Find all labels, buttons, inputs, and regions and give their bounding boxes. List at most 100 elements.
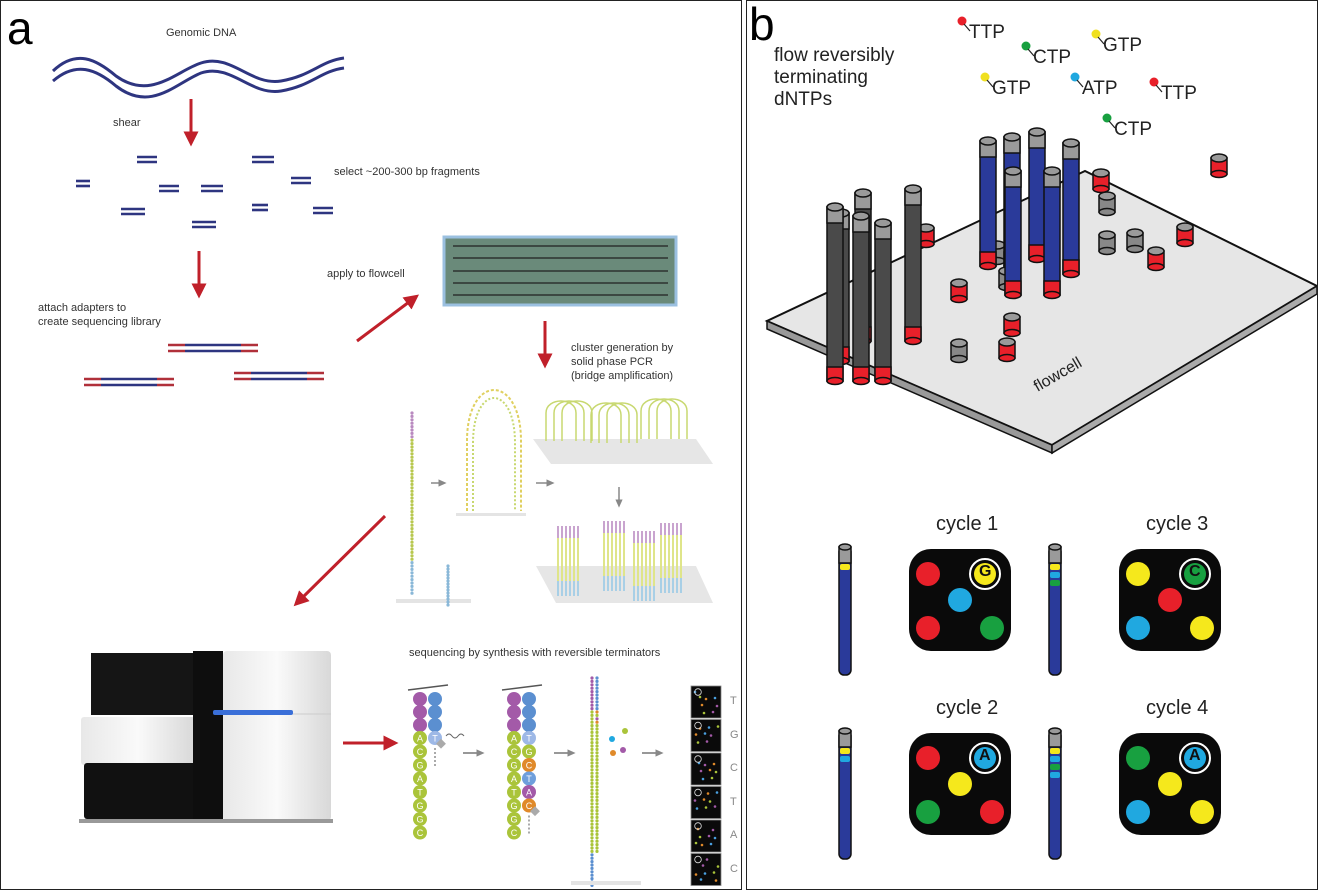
cluster-spot	[713, 696, 717, 700]
cluster-column	[852, 211, 870, 386]
nucleotide-dot	[410, 564, 414, 568]
called-cluster-ring	[1179, 742, 1211, 774]
cluster-spot	[700, 843, 704, 847]
nucleotide-dot	[410, 496, 414, 500]
nucleotide-dot	[410, 554, 414, 558]
nucleotide-dot	[446, 576, 450, 580]
read-strand-dot	[595, 815, 599, 820]
read-strand-dot	[595, 700, 599, 704]
read-image-tile	[690, 752, 722, 786]
read-strand-dot	[595, 785, 599, 789]
called-cluster-ring	[1179, 558, 1211, 590]
unextended-primer	[1098, 230, 1116, 256]
template-base-letter: A	[417, 774, 423, 784]
dntp-linker	[1155, 84, 1163, 93]
template-base	[507, 785, 521, 799]
nucleotide-dot	[410, 578, 414, 582]
read-strand-dot	[590, 764, 594, 769]
incorporated-base-band	[1050, 756, 1060, 762]
nucleotide-dot	[410, 411, 414, 415]
cluster-spot	[708, 800, 712, 803]
read-strand-dot	[590, 832, 594, 837]
read-strand-dot	[590, 727, 594, 731]
read-strand-dot	[590, 696, 594, 701]
read-strand-dot	[595, 846, 599, 850]
dntp-label: GTP	[1103, 35, 1143, 56]
cluster-spot	[716, 865, 720, 868]
read-strand-dot	[595, 741, 599, 745]
nucleotide-dot	[410, 459, 414, 463]
panel-b: b flow reversibly terminating dNTPs flow…	[746, 0, 1318, 890]
read-strand-dot	[595, 710, 599, 714]
cluster-spot	[702, 798, 706, 801]
incorporated-base-letter: C	[526, 801, 533, 811]
dntp-dye-icon	[1021, 41, 1031, 51]
read-strand-dot	[595, 717, 599, 721]
cluster-spot	[713, 836, 717, 840]
read-strand-dot	[595, 792, 599, 796]
cluster-spot	[703, 732, 707, 735]
read-strand-dot	[595, 829, 599, 833]
flowcell-arrow-icon	[356, 294, 419, 343]
read-strand-dot	[595, 812, 599, 816]
read-strand-dot	[590, 839, 594, 843]
flow-dntps-heading: flow reversibly terminating dNTPs	[774, 45, 895, 110]
template-base	[507, 758, 521, 772]
incorporated-base-band	[1050, 572, 1060, 578]
growing-strand	[838, 727, 852, 860]
nucleotide-dot	[410, 523, 414, 527]
template-base-letter: T	[511, 788, 517, 798]
dntp-linker	[963, 23, 971, 32]
read-strand-dot	[590, 849, 594, 854]
read-strand-dot	[590, 781, 594, 786]
nucleotide-dot	[410, 445, 414, 449]
cluster-spot	[916, 800, 940, 824]
dntp-molecules	[957, 16, 1163, 129]
strand-anchor	[407, 684, 449, 691]
read-strand-dot	[590, 676, 594, 680]
nucleotide-dot	[446, 567, 450, 571]
dntp-linker	[1108, 120, 1116, 129]
template-base	[507, 812, 521, 826]
nucleotide-dot	[446, 591, 450, 595]
dntp-dye-icon	[1091, 29, 1101, 39]
read-strand-dot	[590, 853, 594, 857]
cluster-spot	[980, 616, 1004, 640]
nucleotide-dot	[410, 448, 414, 452]
read-strand-dot	[590, 703, 594, 707]
read-call-letter: T	[730, 695, 737, 707]
read-strand-dot	[595, 683, 599, 687]
read-strand-dot	[595, 781, 599, 786]
template-base-letter: C	[417, 828, 424, 838]
panel-label-b: b	[749, 0, 775, 50]
unextended-primer	[950, 338, 968, 364]
called-base-letter: G	[979, 563, 992, 580]
read-strand-dot	[590, 693, 594, 697]
called-cluster	[974, 563, 996, 585]
nucleotide-dot	[410, 581, 414, 585]
sbs-label: sequencing by synthesis with reversible …	[409, 647, 661, 659]
nucleotide-dot	[410, 479, 414, 483]
read-strand-dot	[595, 802, 599, 806]
bridge-loop	[656, 398, 688, 439]
bridge-loop	[598, 402, 630, 443]
read-strand-dot	[590, 761, 594, 765]
template-base	[507, 825, 521, 840]
nucleotide-dot	[446, 597, 450, 601]
cluster-spot	[916, 562, 940, 586]
dntp-dye-icon	[1102, 113, 1112, 123]
free-nucleotide	[610, 750, 616, 756]
template-base-letter: G	[416, 761, 423, 771]
read-strand-dot	[595, 730, 599, 735]
dntp-label: ATP	[1082, 78, 1118, 99]
primer-base	[522, 705, 536, 719]
read-strand-dot	[595, 836, 599, 840]
cluster-spot	[708, 768, 712, 772]
sequencing-cycles	[838, 543, 1221, 860]
template-base	[413, 785, 427, 799]
cluster-spot	[701, 777, 705, 781]
dntp-linker	[1076, 79, 1084, 88]
dntp-dye-icon	[980, 72, 990, 82]
read-image-tile	[690, 786, 722, 819]
